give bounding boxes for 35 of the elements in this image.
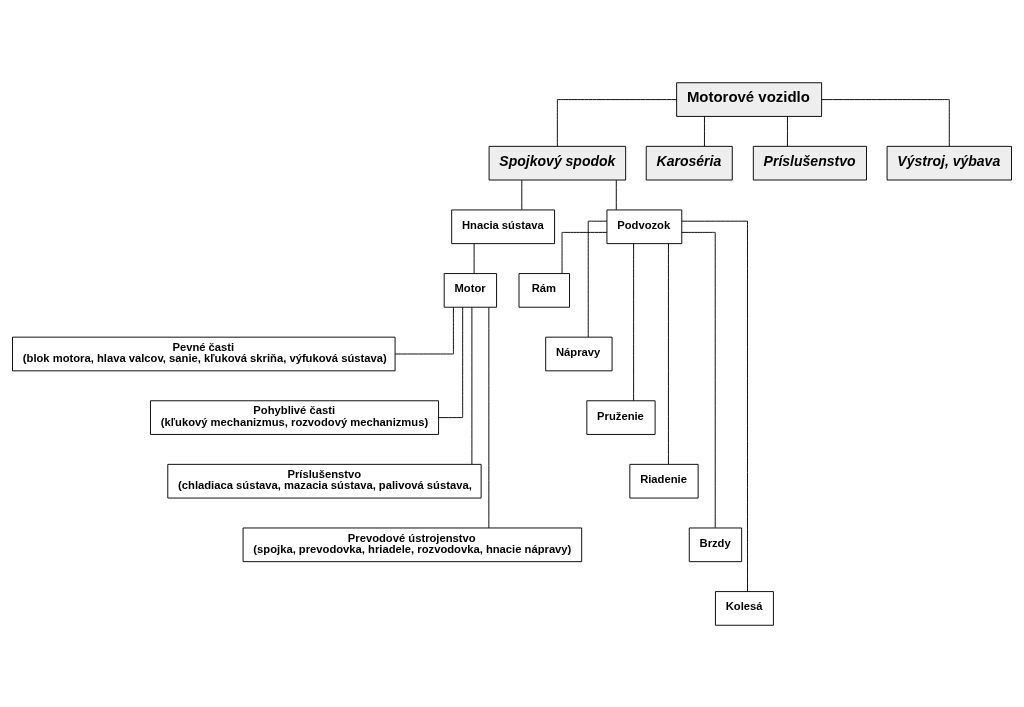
node-box: Pevné časti (blok motora, hlava valcov, sanie, kľuková skriňa, výfuková sústava) xyxy=(12,336,396,371)
node-box: Príslušenstvo (chladiaca sústava, mazacia sústava, palivová sústava, xyxy=(167,463,482,499)
connector xyxy=(681,220,748,592)
connector xyxy=(488,306,490,528)
connector xyxy=(438,306,464,418)
connector xyxy=(473,242,475,274)
connector xyxy=(587,220,608,337)
connector xyxy=(704,115,705,147)
node-box: Karoséria xyxy=(645,145,733,180)
node-box: Spojkový spodok xyxy=(488,145,627,180)
connector xyxy=(521,179,523,210)
node-box: Príslušenstvo xyxy=(752,145,867,180)
node-box: Prevodové ústrojenstvo (spojka, prevodovka, hriadele, rozvodovka, hnacie nápravy) xyxy=(242,527,583,562)
node-box: Motor xyxy=(443,272,498,308)
connector xyxy=(787,115,788,147)
node-box: Výstroj, výbava xyxy=(886,145,1012,180)
node-box: Podvozok xyxy=(606,209,683,244)
connector xyxy=(394,306,454,354)
node-box: Hnacia sústava xyxy=(451,209,556,244)
connector xyxy=(821,98,950,147)
connector xyxy=(561,231,608,274)
connector xyxy=(471,306,473,465)
node-box: Motorové vozidlo xyxy=(676,81,823,117)
connector xyxy=(633,242,635,401)
node-box: Nápravy xyxy=(545,336,613,371)
node-box: Pohyblivé časti (kľukový mechanizmus, rozvodový mechanizmus) xyxy=(150,399,440,435)
connector xyxy=(681,231,716,528)
connector xyxy=(667,242,669,465)
node-box: Rám xyxy=(518,272,570,308)
connector xyxy=(556,98,678,147)
node-box: Kolesá xyxy=(714,590,774,626)
node-box: Brzdy xyxy=(688,527,743,562)
node-box: Pruženie xyxy=(586,399,656,435)
connector xyxy=(615,179,617,210)
node-box: Riadenie xyxy=(629,463,699,499)
